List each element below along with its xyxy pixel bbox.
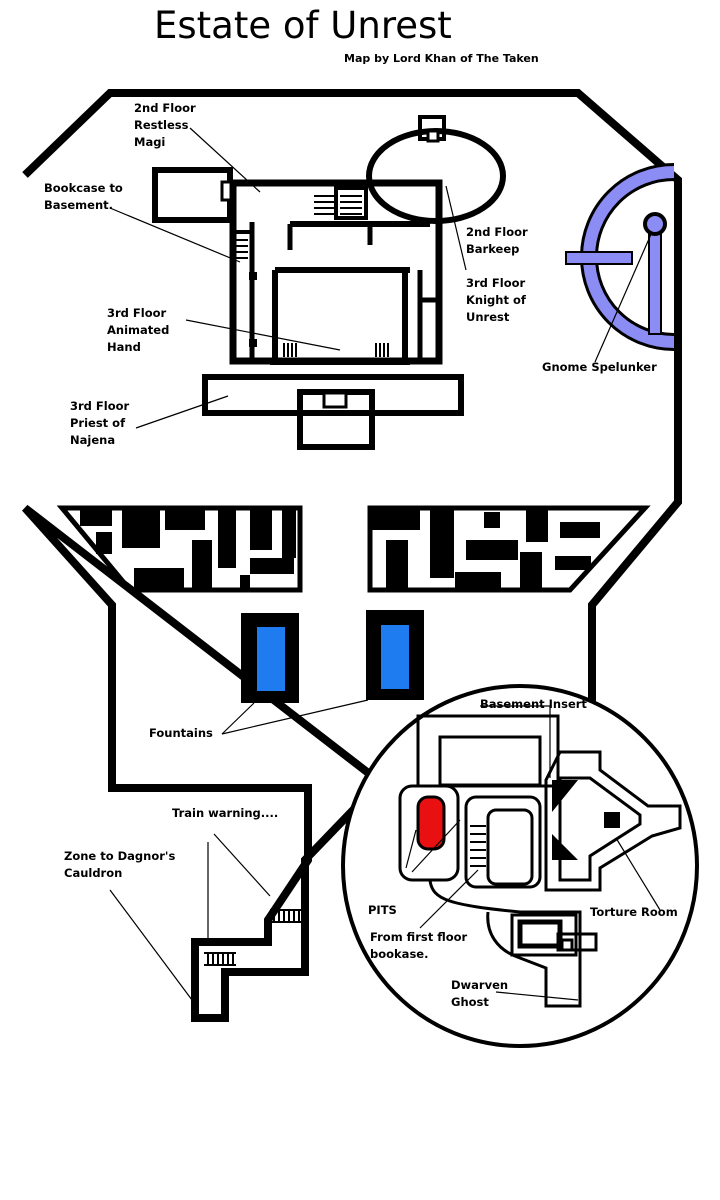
label-fountains: Fountains xyxy=(149,726,213,740)
leader-lines xyxy=(109,127,661,1001)
fountain-left xyxy=(241,613,299,703)
label-knight-unrest: 3rd Floor Knight of Unrest xyxy=(466,276,526,324)
hedge-maze-left xyxy=(56,505,303,593)
basement-insert xyxy=(341,684,699,1048)
label-dwarven-ghost: Dwarven Ghost xyxy=(451,978,509,1009)
hedge-maze-right xyxy=(367,505,651,593)
label-gnome-spelunker: Gnome Spelunker xyxy=(542,360,657,374)
map-credit: Map by Lord Khan of The Taken xyxy=(344,52,539,65)
estate-outer-wall xyxy=(22,89,682,1022)
bookcase-door-marker xyxy=(249,272,257,280)
label-zone-dagnor: Zone to Dagnor's Cauldron xyxy=(64,849,176,880)
label-basement-insert: Basement Insert xyxy=(480,697,587,711)
label-priest-najena: 3rd Floor Priest of Najena xyxy=(70,399,130,447)
label-train-warning: Train warning.... xyxy=(172,806,279,820)
label-pits: PITS xyxy=(368,903,397,917)
label-bookcase-basement: Bookcase to Basement. xyxy=(44,181,123,212)
map-title: Estate of Unrest xyxy=(154,4,452,47)
label-barkeep: 2nd Floor Barkeep xyxy=(466,225,528,256)
door-marker xyxy=(249,339,257,347)
zone-corridor-details xyxy=(197,909,302,1016)
label-torture-room: Torture Room xyxy=(590,905,678,919)
label-from-first-floor: From first floor bookase. xyxy=(370,930,468,961)
gnome-spelunker-room xyxy=(565,163,675,351)
fountain-right xyxy=(366,610,424,700)
label-animated-hand: 3rd Floor Animated Hand xyxy=(107,306,170,354)
mansion-building xyxy=(152,115,506,450)
label-restless-magi: 2nd Floor Restless Magi xyxy=(134,101,196,149)
stair-markings xyxy=(236,195,389,357)
